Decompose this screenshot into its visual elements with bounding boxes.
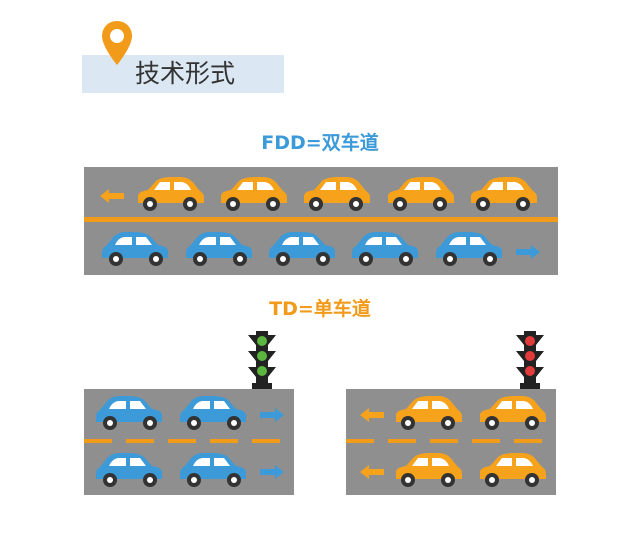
td-road-right (346, 389, 556, 495)
orange-car-icon (471, 177, 537, 211)
orange-car-icon (480, 453, 546, 487)
right-arrow-icon (260, 408, 284, 422)
orange-car-icon (396, 453, 462, 487)
green-traffic-light-icon (248, 331, 276, 389)
blue-car-icon (269, 232, 335, 266)
blue-car-icon (96, 453, 162, 487)
orange-car-icon (480, 396, 546, 430)
red-traffic-light-icon (516, 331, 544, 389)
left-arrow-icon (100, 189, 124, 203)
right-arrow-icon (260, 465, 284, 479)
blue-car-icon (180, 453, 246, 487)
orange-car-icon (221, 177, 287, 211)
blue-car-icon (102, 232, 168, 266)
left-arrow-icon (360, 465, 384, 479)
td-road-left (84, 389, 294, 495)
location-pin-icon (102, 21, 132, 65)
right-arrow-icon (516, 245, 540, 259)
blue-car-icon (186, 232, 252, 266)
blue-car-icon (180, 396, 246, 430)
solid-lane-divider (84, 217, 558, 222)
blue-car-icon (436, 232, 502, 266)
fdd-road (84, 167, 558, 275)
td-caption: TD=单车道 (269, 298, 371, 320)
dashed-lane-divider (346, 439, 556, 443)
orange-car-icon (388, 177, 454, 211)
section-title: 技术形式 (135, 59, 236, 88)
blue-car-icon (352, 232, 418, 266)
left-arrow-icon (360, 408, 384, 422)
fdd-caption: FDD=双车道 (261, 132, 379, 154)
orange-car-icon (304, 177, 370, 211)
orange-car-icon (138, 177, 204, 211)
orange-car-icon (396, 396, 462, 430)
blue-car-icon (96, 396, 162, 430)
dashed-lane-divider (84, 439, 294, 443)
